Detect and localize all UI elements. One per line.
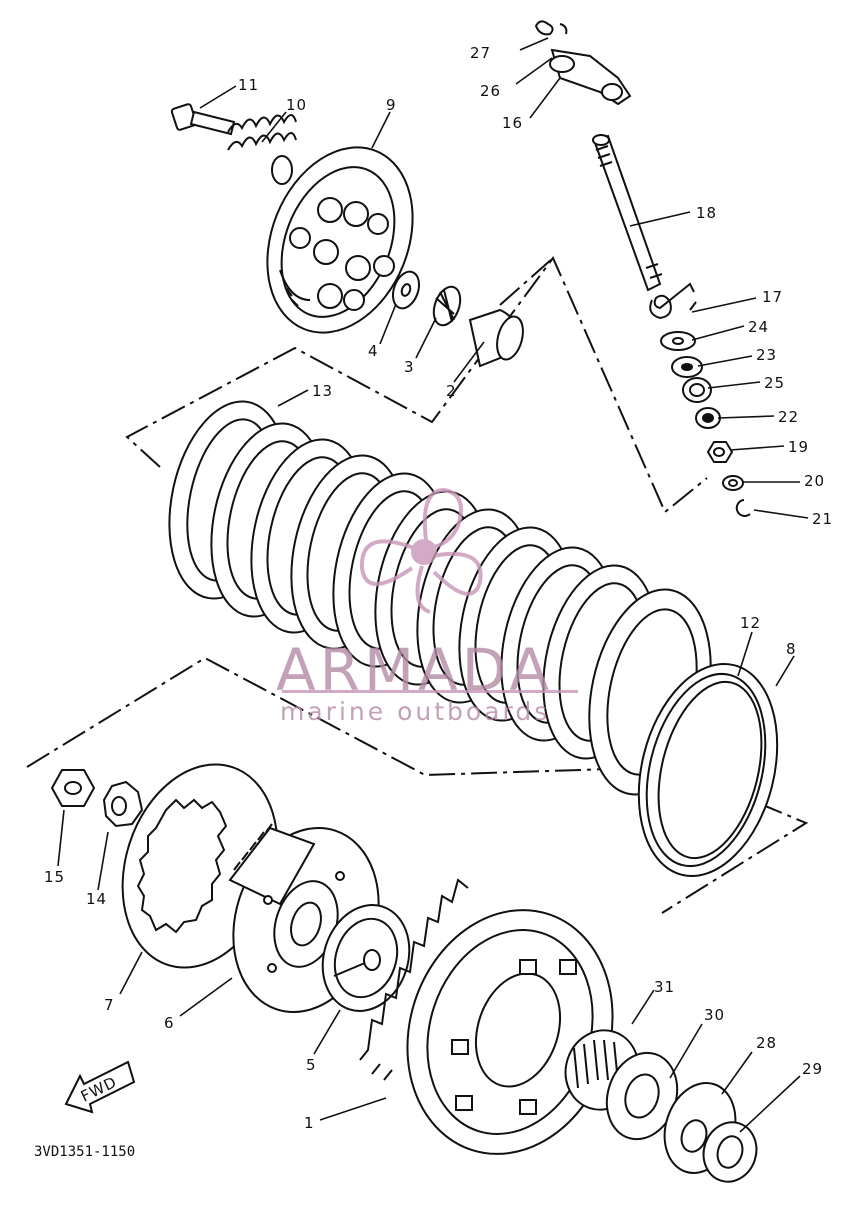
part-number-6: 6 — [164, 1014, 175, 1032]
leader-lines — [57, 37, 809, 1133]
part-number-8: 8 — [786, 640, 797, 658]
pressure-plate — [266, 146, 414, 334]
watermark: ARMADA marine outboards — [276, 487, 578, 726]
part-number-14: 14 — [86, 890, 107, 908]
clutch-spring — [227, 114, 297, 185]
part-number-1: 1 — [304, 1114, 315, 1132]
part-number-31: 31 — [654, 978, 675, 996]
part-number-16: 16 — [502, 114, 523, 132]
part-number-4: 4 — [368, 342, 379, 360]
part-number-27: 27 — [470, 44, 491, 62]
spacer-and-washer — [663, 1082, 758, 1183]
part-number-23: 23 — [756, 346, 777, 364]
part-number-13: 13 — [312, 382, 333, 400]
primary-driven-gear — [359, 878, 614, 1155]
diagram-code: 3VD1351-1150 — [34, 1144, 135, 1160]
watermark-rule — [282, 690, 578, 693]
part-number-24: 24 — [748, 318, 769, 336]
part-number-18: 18 — [696, 204, 717, 222]
shaft-washers-and-seals — [660, 331, 751, 517]
part-number-2: 2 — [446, 382, 457, 400]
outline-pushrod — [499, 257, 554, 306]
fwd-arrow-icon: FWD — [64, 1060, 136, 1114]
watermark-logo-icon — [359, 487, 483, 614]
push-plate-bearing-parts — [391, 270, 524, 368]
part-number-29: 29 — [802, 1060, 823, 1078]
outline-plate-stack — [125, 256, 708, 514]
part-number-11: 11 — [238, 76, 259, 94]
torsion-spring — [649, 282, 697, 320]
friction-and-clutch-plates — [168, 400, 779, 878]
watermark-tagline: marine outboards — [280, 697, 550, 726]
part-number-26: 26 — [480, 82, 501, 100]
part-number-5: 5 — [306, 1056, 317, 1074]
lock-nut — [50, 769, 96, 807]
outline-lower — [26, 656, 809, 914]
part-number-10: 10 — [286, 96, 307, 114]
needle-bearing-and-spacer — [564, 1029, 679, 1141]
part-number-15: 15 — [44, 868, 65, 886]
part-number-21: 21 — [812, 510, 833, 528]
clutch-bolt — [170, 103, 236, 136]
push-lever-shaft — [592, 134, 663, 292]
part-number-25: 25 — [764, 374, 785, 392]
push-lever-assembly — [534, 20, 632, 106]
watermark-brand: ARMADA — [276, 636, 553, 704]
part-number-20: 20 — [804, 472, 825, 490]
part-number-19: 19 — [788, 438, 809, 456]
part-number-9: 9 — [386, 96, 397, 114]
part-number-22: 22 — [778, 408, 799, 426]
part-number-7: 7 — [104, 996, 115, 1014]
part-number-3: 3 — [404, 358, 415, 376]
lock-washer — [102, 780, 144, 828]
part-number-17: 17 — [762, 288, 783, 306]
part-number-28: 28 — [756, 1034, 777, 1052]
thrust-washer-and-pin — [321, 904, 411, 1012]
part-number-30: 30 — [704, 1006, 725, 1024]
clutch-boss — [228, 823, 380, 1013]
part-number-12: 12 — [740, 614, 761, 632]
